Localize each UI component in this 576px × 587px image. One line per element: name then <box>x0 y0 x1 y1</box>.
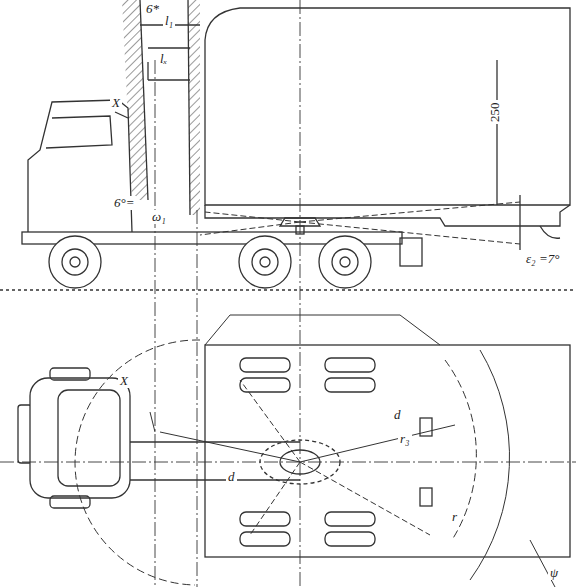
wheel-set <box>240 358 375 546</box>
cab-top <box>30 378 130 498</box>
callout-label: X <box>118 374 130 388</box>
callout-label: X <box>110 96 122 110</box>
hatch-wall <box>122 0 148 200</box>
callout-label: r <box>450 510 459 524</box>
hatch-wall <box>188 0 200 215</box>
callout-label: ε₂ <box>524 252 538 266</box>
callout-label: d <box>392 408 403 422</box>
trailer-body <box>205 8 570 205</box>
dimension-label: 250 <box>488 101 502 125</box>
callout-label: 6°= <box>112 196 136 210</box>
callout-label: l₁ <box>163 14 175 28</box>
callout-label: =7° <box>537 252 561 266</box>
callout-label: ω₁ <box>150 210 168 224</box>
trailer-top <box>205 345 570 557</box>
callout-label: r₃ <box>398 432 412 446</box>
callout-label: lₓ <box>158 52 169 66</box>
wheel <box>49 236 371 288</box>
callout-label: 6* <box>144 2 161 16</box>
callout-label: d <box>226 470 237 484</box>
cab-outline <box>28 100 132 232</box>
callout-label: ψ <box>548 566 560 580</box>
